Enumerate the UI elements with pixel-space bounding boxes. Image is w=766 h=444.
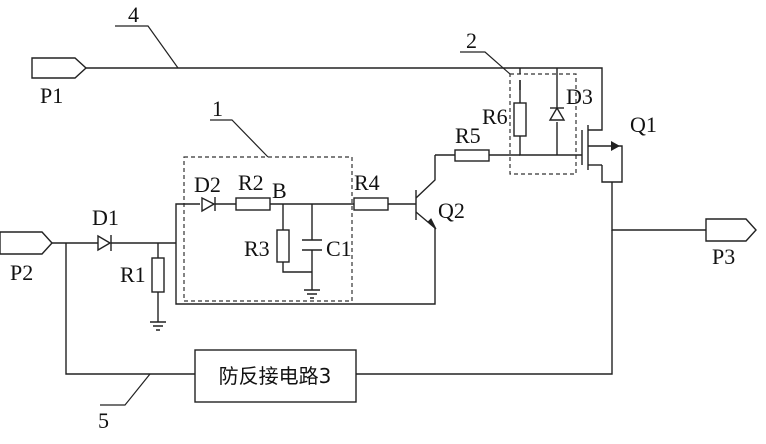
wire-q1-down [356, 230, 613, 375]
anti-reverse-circuit-block [194, 349, 357, 403]
wire-top [86, 67, 603, 125]
wire-r3 [282, 204, 312, 273]
resistor-r3 [276, 229, 290, 263]
port-p3-label: P3 [712, 244, 735, 269]
r4-label: R4 [354, 170, 380, 195]
callout-4-label: 4 [128, 2, 139, 27]
d1-label: D1 [92, 205, 119, 230]
callout-4-leader [115, 25, 179, 69]
diode-d2 [201, 196, 216, 213]
r3-label: R3 [244, 236, 270, 261]
ground-symbol-r1 [150, 321, 166, 331]
callout-2-leader [460, 51, 511, 75]
callout-5-label: 5 [98, 408, 109, 433]
callout-5-leader [100, 373, 151, 406]
c1-label: C1 [326, 236, 352, 261]
anti-reverse-circuit-label: 防反接电路3 [219, 364, 332, 388]
callout-1-leader [210, 119, 269, 158]
mosfet-q1 [581, 125, 623, 183]
wire-q1-p3 [611, 182, 706, 231]
q1-label: Q1 [630, 112, 657, 137]
resistor-r6 [513, 102, 527, 137]
r1-label: R1 [120, 262, 146, 287]
callout-2-label: 2 [466, 28, 477, 53]
diode-d1 [97, 234, 112, 252]
port-p1 [31, 57, 88, 79]
d3-label: D3 [566, 84, 593, 109]
port-p1-label: P1 [40, 83, 63, 108]
resistor-r1 [151, 257, 165, 293]
port-p2 [0, 231, 53, 255]
capacitor-c1 [302, 239, 322, 251]
wire-r6 [519, 80, 557, 156]
d2-label: D2 [194, 172, 221, 197]
port-p3 [705, 218, 757, 242]
diode-d3 [548, 106, 566, 121]
wire-block-input [175, 203, 200, 243]
ground-symbol-c1 [304, 289, 320, 299]
port-p2-label: P2 [10, 260, 33, 285]
callout-1-label: 1 [212, 96, 223, 121]
transistor-q2 [415, 155, 437, 230]
r5-label: R5 [455, 123, 481, 148]
resistor-r2 [235, 197, 271, 211]
node-b-label: B [272, 178, 287, 203]
r2-label: R2 [238, 170, 264, 195]
wire-p2-to-block [65, 243, 195, 375]
q2-label: Q2 [438, 198, 465, 223]
resistor-r5 [454, 149, 490, 162]
resistor-r4 [353, 197, 389, 211]
r6-label: R6 [482, 104, 508, 129]
wire-block2-top [519, 68, 558, 90]
block-2-boundary [509, 73, 577, 175]
wire-q2-emitter [175, 228, 436, 305]
